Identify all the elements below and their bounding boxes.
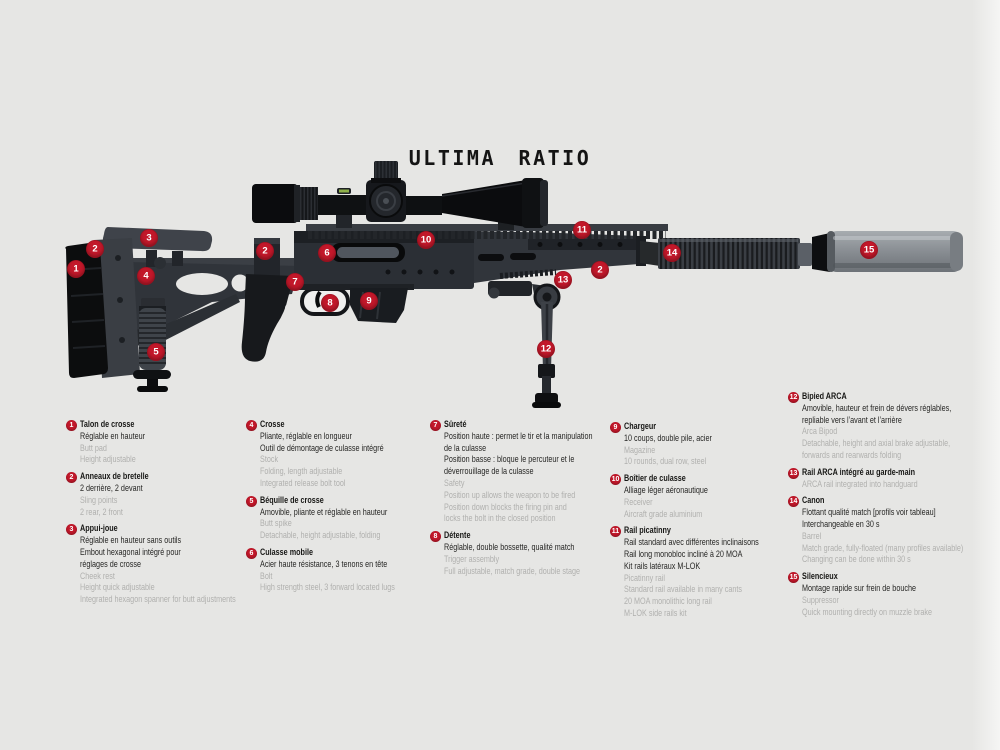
bipod-group: [488, 281, 561, 408]
receiver-group: [294, 224, 668, 323]
page-title: ULTIMA RATIO: [408, 146, 592, 170]
barrel-group: [640, 231, 963, 272]
scope-group: [252, 161, 548, 230]
page-edge-highlight: [972, 0, 1000, 750]
